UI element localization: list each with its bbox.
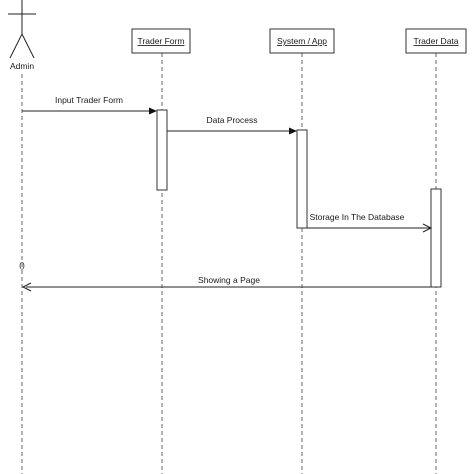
message-label-showing-a-page: Showing a Page [198, 275, 260, 285]
arrowhead-open [422, 223, 433, 233]
actor-right-leg [21, 33, 35, 59]
lifeline-title-trader-data: Trader Data [413, 36, 458, 46]
lifeline-title-system-app: System / App [277, 36, 327, 46]
arrowhead-open [21, 282, 32, 292]
activation-system-app [296, 129, 308, 229]
actor-label: Admin [10, 61, 34, 71]
activation-trader-data [430, 188, 442, 288]
message-label-storage-in-the-database: Storage In The Database [310, 212, 405, 222]
arrowhead-filled [289, 127, 297, 135]
lifeline-box-system-app [269, 28, 335, 54]
actor-left-leg [9, 33, 23, 59]
lifeline-title-trader-form: Trader Form [138, 36, 185, 46]
message-data-process [167, 127, 297, 135]
message-label-input-trader-form: Input Trader Form [55, 95, 123, 105]
lifeline-box-trader-form [131, 28, 191, 54]
message-input-trader-form [22, 107, 157, 115]
guard-text: () [19, 260, 25, 270]
message-label-data-process: Data Process [206, 115, 257, 125]
message-storage-in-the-database [307, 223, 433, 233]
lifeline-box-trader-data [405, 28, 467, 54]
message-showing-a-page [21, 282, 431, 292]
actor-admin [8, 0, 36, 59]
arrowhead-filled [149, 107, 157, 115]
activation-trader-form [156, 109, 168, 191]
